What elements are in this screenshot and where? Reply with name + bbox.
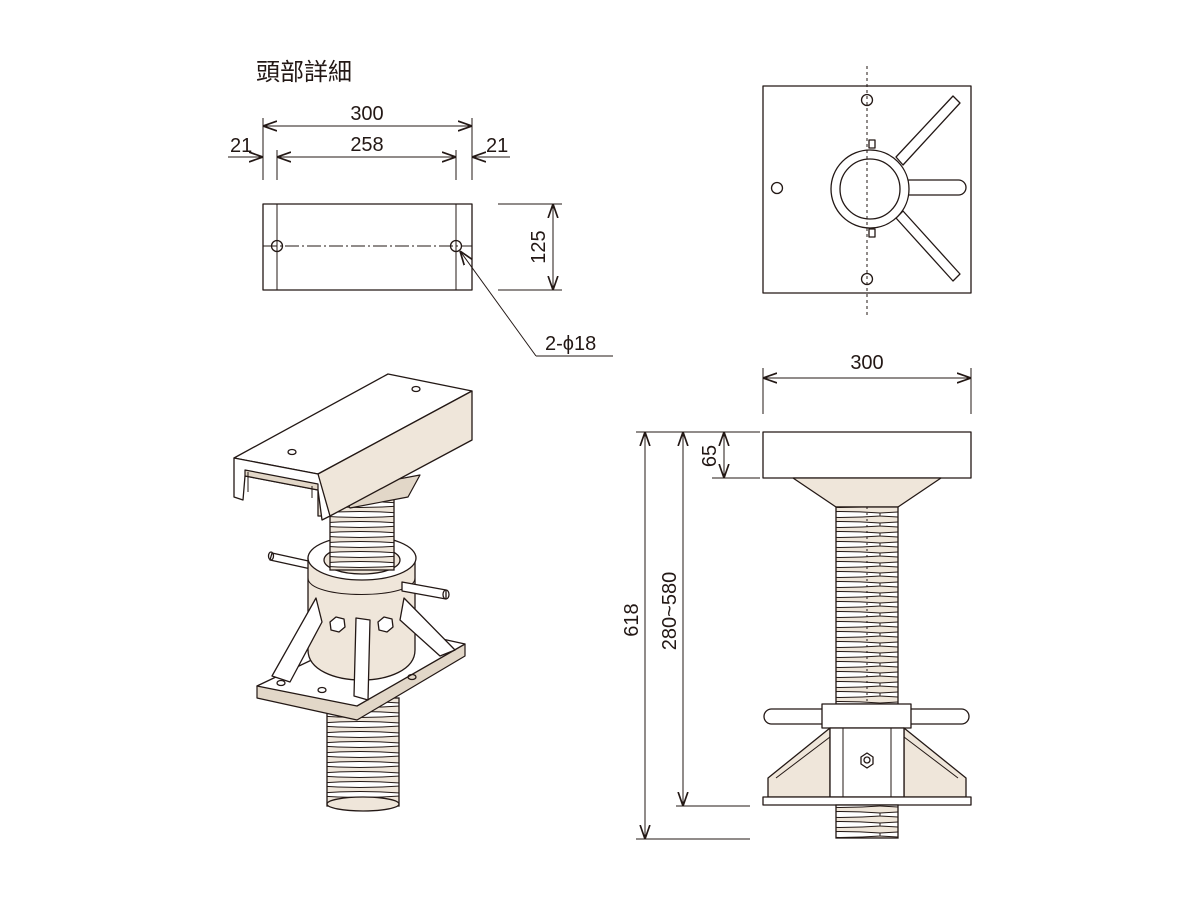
- plan-view: [762, 66, 972, 318]
- section-title: 頭部詳細: [256, 58, 352, 86]
- dim-edge-right: 21: [486, 135, 508, 157]
- isometric-view: [233, 373, 473, 812]
- dim-head-height: 65: [699, 445, 721, 467]
- elevation-view: 300 618 280~580: [621, 352, 972, 840]
- dim-base-width: 300: [850, 352, 883, 374]
- hole-spec-label: 2-ϕ18: [545, 333, 596, 355]
- bolt-hole-right: [449, 239, 463, 253]
- dim-edge-left: 21: [230, 135, 252, 157]
- dim-total-height: 618: [621, 603, 643, 636]
- dim-head-inner: 258: [350, 134, 383, 156]
- dim-adjust-range: 280~580: [659, 572, 681, 650]
- bolt-hole-left: [270, 239, 284, 253]
- dim-head-depth: 125: [528, 230, 550, 263]
- head-detail-view: 300 258 21 21 125 2-ϕ18: [228, 103, 613, 357]
- dim-head-width: 300: [350, 103, 383, 125]
